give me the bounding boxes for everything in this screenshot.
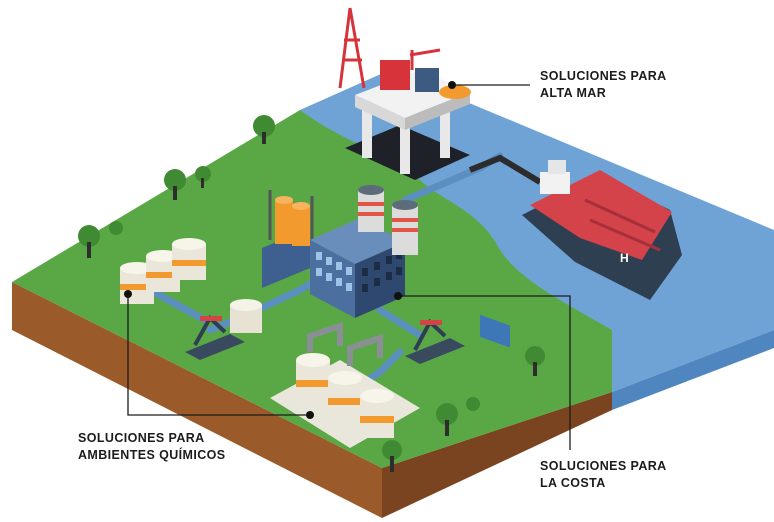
- coast-dot: [394, 292, 402, 300]
- callout-dots: [124, 81, 456, 419]
- pumpjack-right: [405, 318, 465, 364]
- tree: [78, 225, 100, 247]
- tree: [253, 115, 275, 137]
- soil-side-right: [382, 392, 612, 518]
- offshore-callout-line1: SOLUCIONES PARA: [540, 69, 667, 83]
- storage-tanks: [120, 238, 206, 304]
- pipe: [376, 306, 424, 339]
- crane: [409, 48, 441, 70]
- derrick: [338, 7, 366, 89]
- chemical-dot-end: [306, 411, 314, 419]
- tree: [436, 403, 458, 425]
- offshore-callout-line2: ALTA MAR: [540, 86, 607, 100]
- chemical-callout: SOLUCIONES PARA AMBIENTES QUÍMICOS: [78, 430, 225, 464]
- chemical-leader: [127, 294, 310, 416]
- coast-leader: [398, 295, 571, 450]
- pipe-junction: [480, 314, 510, 348]
- offshore-platform: [338, 7, 471, 180]
- tree: [382, 440, 402, 460]
- helipad: [439, 85, 471, 99]
- coast-callout-line2: LA COSTA: [540, 476, 606, 490]
- callout-lines: [127, 84, 571, 450]
- chemical-callout-line1: SOLUCIONES PARA: [78, 431, 205, 445]
- sea-side: [612, 330, 774, 410]
- tree: [109, 221, 123, 235]
- ship-marking: H: [620, 251, 629, 265]
- chimneys: [358, 185, 418, 255]
- valve-block: [230, 299, 262, 333]
- coast-callout-line1: SOLUCIONES PARA: [540, 459, 667, 473]
- offshore-callout: SOLUCIONES PARA ALTA MAR: [540, 68, 667, 102]
- tree: [164, 169, 186, 191]
- tree: [195, 166, 211, 182]
- subsea-pipe: [468, 154, 542, 185]
- processing-plant: [262, 190, 314, 288]
- soil-side-left: [12, 282, 382, 518]
- chemical-dot: [124, 290, 132, 298]
- coast-callout: SOLUCIONES PARA LA COSTA: [540, 458, 667, 492]
- pipe: [146, 286, 209, 324]
- chemical-tank-pad: [270, 321, 420, 448]
- offshore-dot: [448, 81, 456, 89]
- chemical-callout-line2: AMBIENTES QUÍMICOS: [78, 448, 226, 462]
- tree: [525, 346, 545, 366]
- tree: [466, 397, 480, 411]
- pumpjack-left: [185, 314, 245, 360]
- tanker-ship: H: [522, 160, 682, 300]
- trees: [78, 115, 545, 472]
